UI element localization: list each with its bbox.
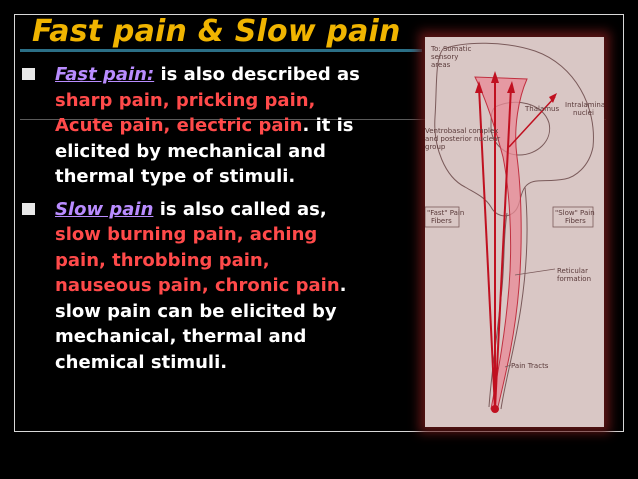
label-to-somatic: To: Somatic — [430, 45, 471, 53]
bullet-line: slow pain can be elicited by — [55, 300, 337, 322]
divider-line — [20, 119, 606, 120]
label-posterior: and posterior nuclear — [425, 135, 500, 143]
label-slow-fibers-2: Fibers — [565, 217, 586, 225]
pain-pathway-diagram: To: Somatic sensory areas Thalamus Intra… — [425, 37, 604, 427]
brain-outline — [434, 42, 594, 217]
bullet-list: Fast pain: is also described as sharp pa… — [22, 62, 402, 375]
label-formation: formation — [557, 275, 591, 283]
pain-pathway-svg: To: Somatic sensory areas Thalamus Intra… — [425, 42, 604, 413]
arrow-head-icon — [549, 93, 557, 103]
text-fragment: . it is — [302, 115, 354, 136]
bullet-line: Fast pain: is also described as — [55, 62, 402, 88]
bullet-line: thermal type of stimuli. — [55, 166, 296, 187]
arrow-head-icon — [507, 81, 515, 93]
bullet-line: sharp pain, pricking pain, — [55, 89, 316, 111]
bullet-line: Acute pain, electric pain. it is — [55, 113, 402, 139]
text-fragment: is also described as — [154, 64, 360, 85]
bullet-line: nauseous pain, chronic pain. — [55, 273, 402, 299]
arrow-line — [494, 86, 512, 410]
label-group: group — [425, 143, 446, 151]
title-underline — [20, 49, 422, 52]
label-fast-fibers-2: Fibers — [431, 217, 452, 225]
text-fragment: nauseous pain, chronic pain — [55, 275, 340, 296]
label-nuclei: nuclei — [573, 109, 594, 117]
text-fragment: is also called as, — [153, 198, 327, 220]
arrow-head-icon — [475, 81, 483, 93]
label-intralaminar: Intralaminar — [565, 101, 604, 109]
label-sensory: sensory — [431, 53, 458, 61]
slide-frame — [14, 14, 624, 432]
label-slow-fibers: "Slow" Pain — [555, 209, 595, 217]
fast-fibers-box — [425, 206, 460, 228]
arrow-head-icon — [491, 71, 499, 83]
bullet-line: pain, throbbing pain, — [55, 249, 270, 271]
leader-line — [514, 268, 556, 276]
bullet-line: slow burning pain, aching — [55, 224, 318, 245]
origin-dot-icon — [491, 405, 499, 413]
fast-pain-arrow — [478, 86, 496, 410]
square-bullet-icon — [22, 202, 35, 215]
label-fast-fibers: "Fast" Pain — [427, 209, 464, 217]
bullet-slow-pain: Slow pain is also called as, slow burnin… — [22, 197, 402, 376]
bullet-line: chemical stimuli. — [55, 351, 228, 373]
text-fragment: Acute pain, electric pain — [55, 115, 303, 136]
term-slow-pain: Slow pain — [55, 198, 154, 220]
bullet-line: Slow pain is also called as, — [55, 197, 402, 223]
label-reticular: Reticular — [557, 267, 588, 275]
spinal-cord-right — [500, 186, 528, 410]
square-bullet-icon — [22, 68, 35, 80]
slide-title: Fast pain & Slow pain — [32, 14, 401, 49]
label-areas: areas — [431, 61, 451, 69]
slow-pain-arrow — [508, 96, 556, 148]
label-thalamus: Thalamus — [524, 105, 559, 113]
label-ventrobasal: Ventrobasal complex — [425, 127, 498, 135]
label-pain-tracts: Pain Tracts — [511, 362, 549, 370]
leader-line — [504, 364, 512, 368]
bullet-fast-pain: Fast pain: is also described as sharp pa… — [22, 62, 402, 190]
text-fragment: . — [339, 275, 347, 296]
bullet-line: mechanical, thermal and — [55, 326, 307, 347]
thalamus-outline — [490, 101, 551, 156]
term-fast-pain: Fast pain: — [55, 64, 155, 85]
bullet-line: elicited by mechanical and — [55, 140, 326, 162]
slow-fibers-box — [552, 206, 594, 228]
